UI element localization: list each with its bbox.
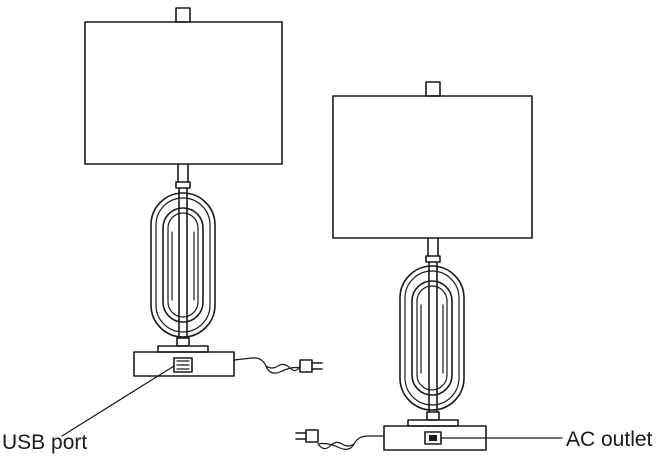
left-lamp-base bbox=[133, 345, 235, 377]
left-lamp-oval-rings bbox=[150, 192, 216, 338]
usb-port-label: USB port bbox=[2, 431, 88, 454]
left-lamp-finial bbox=[175, 7, 191, 23]
right-lamp-oval-rings bbox=[399, 265, 465, 411]
left-lamp bbox=[84, 7, 323, 377]
usb-port-icon bbox=[173, 357, 193, 373]
usb-callout-line bbox=[61, 365, 175, 437]
right-lamp bbox=[295, 81, 533, 451]
ac-outlet-label: AC outlet bbox=[566, 428, 653, 451]
ac-outlet-icon bbox=[424, 431, 442, 445]
left-lamp-power-cord bbox=[233, 357, 323, 374]
left-lamp-shade bbox=[84, 21, 283, 165]
right-lamp-finial bbox=[425, 81, 441, 97]
left-lamp-stem bbox=[175, 163, 191, 347]
right-lamp-power-cord bbox=[295, 429, 385, 450]
right-lamp-shade bbox=[332, 95, 533, 239]
